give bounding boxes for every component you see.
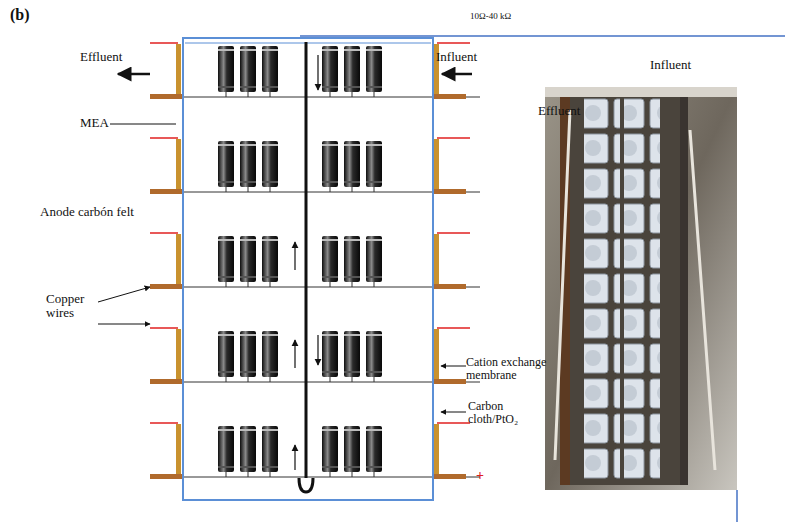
port-arrows (118, 73, 472, 76)
stack-rows (150, 43, 480, 479)
part-label: Copper wires (46, 292, 96, 321)
leader-lines (98, 124, 466, 412)
inlet-label: Influent (650, 58, 730, 72)
part-label: Carbon cloth/PtO₂ (468, 400, 548, 426)
inlet-label: Influent (436, 50, 516, 64)
reactor-top (185, 43, 431, 44)
flow-arrows (295, 55, 318, 470)
polarity-sign: + (476, 468, 496, 483)
panel-letter: (b) (10, 6, 50, 24)
reactor-outline (183, 38, 433, 500)
device-photo (545, 87, 737, 522)
load-range: 10Ω-40 kΩ (470, 12, 560, 22)
flow-channel (299, 42, 313, 492)
part-label: Anode carbón felt (40, 205, 180, 219)
part-label: MEA (80, 116, 120, 130)
part-label: Cation exchange membrane (466, 356, 561, 382)
load-line (300, 35, 785, 37)
outlet-label: Effluent (538, 104, 618, 118)
outlet-label: Effluent (80, 50, 160, 64)
